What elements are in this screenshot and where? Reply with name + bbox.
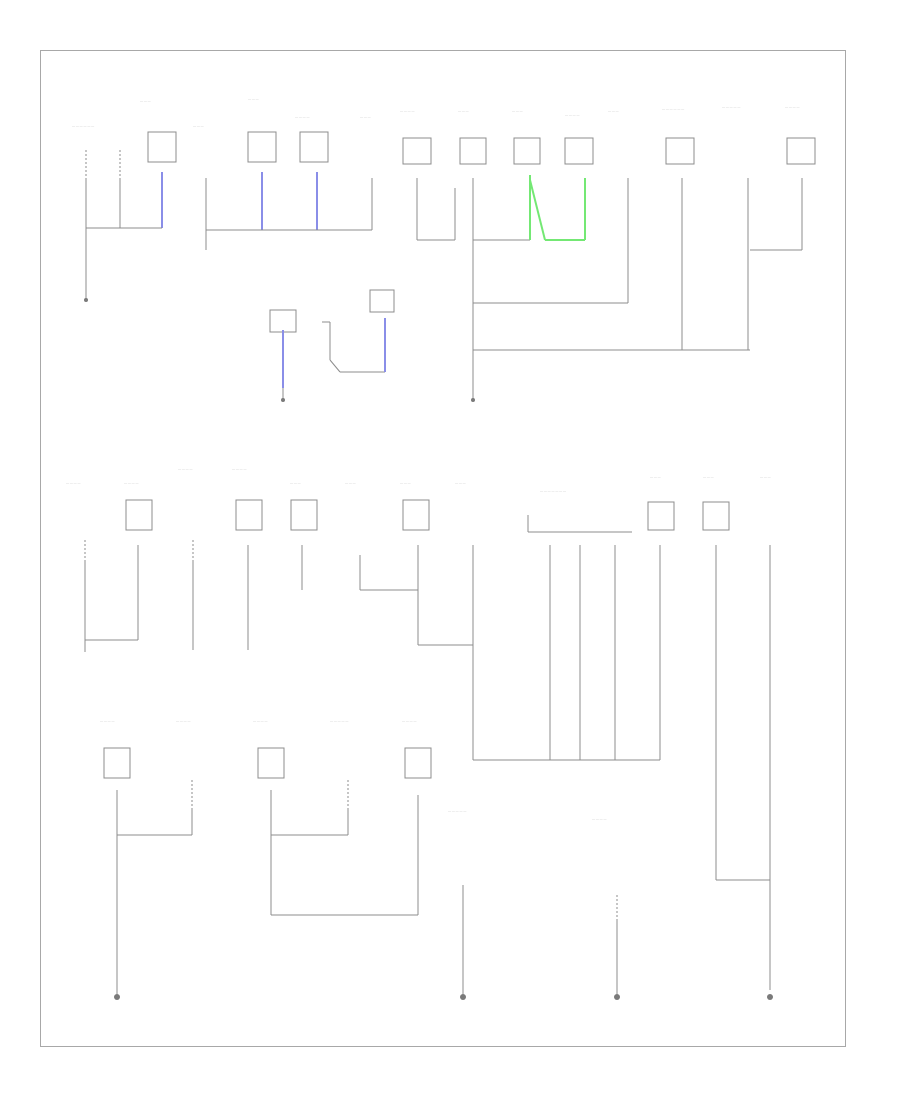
- svg-text:— — —: — — —: [455, 481, 466, 485]
- svg-text:— — —: — — —: [400, 481, 411, 485]
- svg-text:— — — —: — — — —: [400, 109, 415, 113]
- wires-top-left: [85, 150, 373, 300]
- svg-text:— — —: — — —: [345, 481, 356, 485]
- svg-text:— — —: — — —: [760, 475, 771, 479]
- svg-text:— — — —: — — — —: [232, 467, 247, 471]
- svg-text:— — —: — — —: [703, 475, 714, 479]
- svg-text:— — — —: — — — —: [66, 481, 81, 485]
- svg-text:— — — — — —: — — — — — —: [662, 107, 684, 111]
- svg-text:— — — —: — — — —: [402, 719, 417, 723]
- svg-text:— — —: — — —: [140, 99, 151, 103]
- svg-text:— — — — —: — — — — —: [330, 719, 348, 723]
- svg-text:— — — — — —: — — — — — —: [72, 124, 94, 128]
- connector-boxes-middle: [125, 499, 730, 531]
- svg-text:— — —: — — —: [248, 97, 259, 101]
- wires-middle: [84, 515, 771, 990]
- middle-section: — — — — — — — — — — — — — — — — — — — — …: [66, 467, 771, 990]
- svg-text:— — — —: — — — —: [100, 719, 115, 723]
- component-labels-middle: — — — — — — — — — — — — — — — — — — — — …: [66, 467, 771, 493]
- svg-text:— — —: — — —: [360, 115, 371, 119]
- svg-text:— — — —: — — — —: [178, 467, 193, 471]
- svg-text:— — — — —: — — — — —: [722, 105, 740, 109]
- wires-top-right: [416, 175, 803, 400]
- svg-text:— — — — —: — — — — —: [448, 809, 466, 813]
- svg-text:— — —: — — —: [608, 109, 619, 113]
- svg-text:— — — —: — — — —: [295, 115, 310, 119]
- svg-text:— — —: — — —: [458, 109, 469, 113]
- svg-text:— — —: — — —: [512, 109, 523, 113]
- connector-boxes-bottom: [103, 747, 432, 779]
- svg-text:— — —: — — —: [193, 124, 204, 128]
- svg-text:— — — —: — — — —: [592, 817, 607, 821]
- ground-points: [84, 298, 773, 1000]
- svg-text:— — — —: — — — —: [565, 113, 580, 117]
- svg-text:— — — —: — — — —: [785, 105, 800, 109]
- component-labels-top: — — — — — — — — — — — — — — — — — — — — …: [72, 97, 800, 128]
- wires-center-cluster: [269, 289, 395, 400]
- diagram-frame: [40, 50, 846, 1047]
- svg-text:— — —: — — —: [290, 481, 301, 485]
- svg-text:— — — —: — — — —: [253, 719, 268, 723]
- svg-text:— — — —: — — — —: [176, 719, 191, 723]
- connector-boxes-top: [147, 131, 816, 165]
- svg-text:— — —: — — —: [650, 475, 661, 479]
- svg-text:— — — —: — — — —: [124, 481, 139, 485]
- component-labels-bottom: — — — — — — — — — — — — — — — — — — — — …: [100, 719, 607, 821]
- top-section: — — — — — — — — — — — — — — — — — — — — …: [72, 97, 816, 400]
- svg-text:— — — — — — —: — — — — — — —: [540, 489, 566, 493]
- wires-bottom: [116, 780, 618, 995]
- bottom-section: — — — — — — — — — — — — — — — — — — — — …: [84, 298, 773, 1000]
